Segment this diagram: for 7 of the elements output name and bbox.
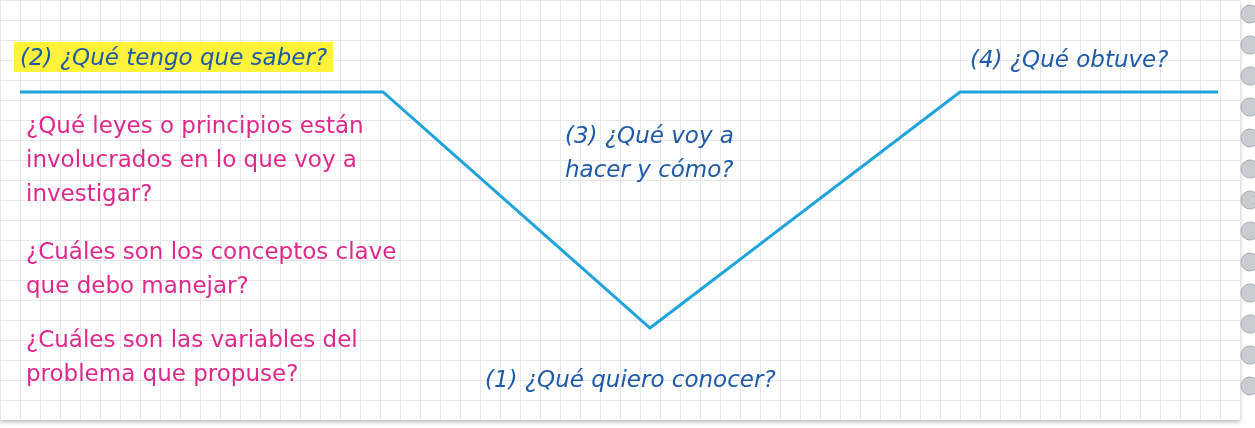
heading-text: (1) ¿Qué quiero conocer? — [485, 366, 776, 392]
highlighted-heading: (2) ¿Qué tengo que saber? — [14, 42, 334, 72]
heading-text: (3) ¿Qué voy a hacer y cómo? — [565, 122, 734, 182]
question-text: ¿Qué leyes o principios están involucrados en lo que voy a investigar? — [26, 112, 364, 206]
heading-text: (4) ¿Qué obtuve? — [970, 46, 1169, 72]
question-text: ¿Cuáles son los conceptos clave que debo manejar? — [26, 238, 397, 298]
question-text: ¿Cuáles son las variables del problema que propuse? — [26, 326, 358, 386]
